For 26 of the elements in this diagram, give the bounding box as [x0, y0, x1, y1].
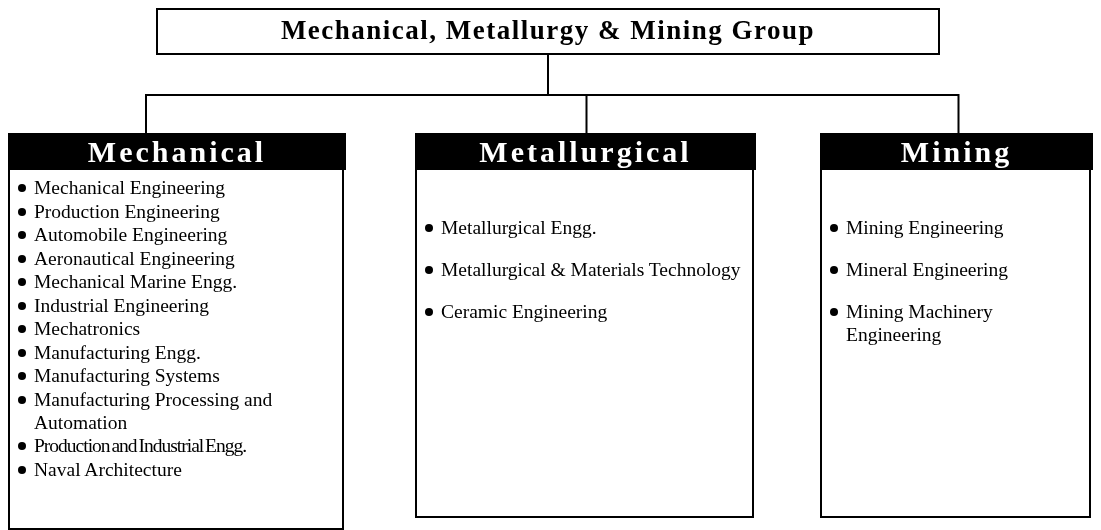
course-name: Automobile Engineering — [34, 224, 228, 245]
course-name: Naval Architecture — [34, 458, 182, 480]
course-name: Mining Machinery Engineering — [846, 301, 993, 345]
course-name: Mechanical Engineering — [34, 177, 226, 198]
course-name: Industrial Engineering — [34, 294, 209, 316]
course-name: Manufacturing Systems — [34, 365, 220, 386]
department-box — [820, 133, 1091, 518]
course-name: Manufacturing Processing and Automation — [34, 388, 273, 433]
course-name: Mineral Engineering — [846, 259, 1008, 280]
course-name: Mining Engineering — [846, 217, 1004, 238]
course-name: Aeronautical Engineering — [34, 247, 235, 269]
course-name: Production Engineering — [34, 200, 220, 222]
department-heading: Mining — [820, 133, 1093, 170]
department-box — [8, 133, 344, 530]
group-title: Mechanical, Metallurgy & Mining Group — [279, 14, 817, 47]
course-name: Metallurgical Engg. — [441, 217, 597, 238]
course-name: Mechanical Marine Engg. — [34, 271, 238, 292]
course-name: Metallurgical & Materials Technology — [441, 259, 741, 280]
course-name: Mechatronics — [34, 318, 141, 339]
group-box — [156, 8, 940, 55]
course-name: Production and Industrial Engg. — [34, 435, 247, 456]
department-heading: Metallurgical — [415, 133, 756, 170]
department-box — [415, 133, 754, 518]
course-name: Ceramic Engineering — [441, 301, 608, 322]
course-name: Manufacturing Engg. — [34, 341, 201, 363]
department-heading: Mechanical — [8, 133, 346, 170]
